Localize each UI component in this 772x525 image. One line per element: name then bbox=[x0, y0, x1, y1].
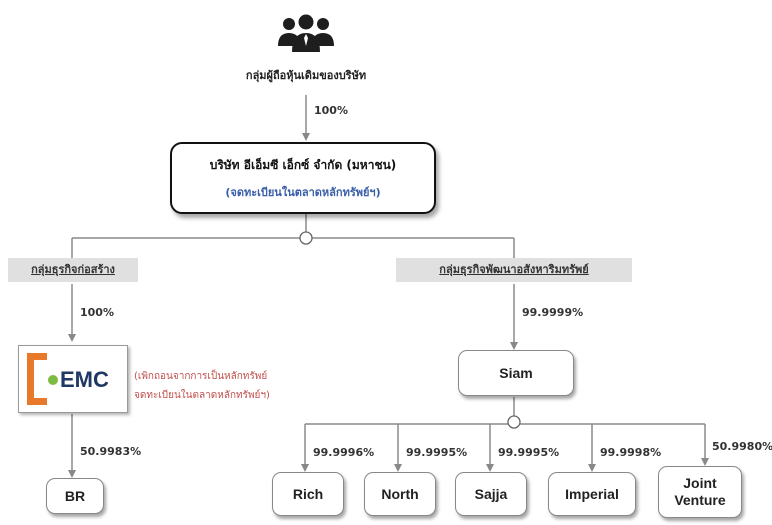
node-rich-label: Rich bbox=[292, 486, 324, 502]
node-imperial[interactable]: Imperial bbox=[548, 472, 636, 516]
node-rich[interactable]: Rich bbox=[272, 472, 344, 516]
pct-property-siam: 99.9999% bbox=[522, 306, 584, 319]
emc-note-line2: จดทะเบียนในตลาดหลักทรัพย์ฯ) bbox=[134, 390, 270, 401]
group-property-label: กลุ่มธุรกิจพัฒนาอสังหาริมทรัพย์ bbox=[396, 258, 632, 282]
node-north-label: North bbox=[381, 486, 419, 502]
pct-sajja: 99.9995% bbox=[498, 446, 560, 459]
junction-node-siam bbox=[507, 415, 521, 429]
junction-node-top bbox=[299, 231, 313, 245]
node-north[interactable]: North bbox=[364, 472, 436, 516]
node-br[interactable]: BR bbox=[46, 478, 104, 514]
pct-jv: 50.9980% bbox=[712, 440, 772, 453]
people-group-icon bbox=[278, 14, 334, 52]
pct-construction-emc: 100% bbox=[80, 306, 114, 319]
node-imperial-label: Imperial bbox=[565, 486, 619, 502]
emc-note: (เพิกถอนจากการเป็นหลักทรัพย์ จดทะเบียนใน… bbox=[134, 367, 270, 405]
emc-note-line1: (เพิกถอนจากการเป็นหลักทรัพย์ bbox=[134, 371, 268, 382]
emc-logo-text: EMC bbox=[60, 367, 109, 392]
node-siam-label: Siam bbox=[499, 365, 533, 381]
company-box[interactable]: บริษัท อีเอ็มซี เอ็กซ์ จำกัด (มหาชน) (จด… bbox=[170, 142, 436, 214]
node-siam[interactable]: Siam bbox=[458, 350, 574, 396]
pct-rich: 99.9996% bbox=[313, 446, 375, 459]
group-construction-label: กลุ่มธุรกิจก่อสร้าง bbox=[8, 258, 138, 282]
pct-north: 99.9995% bbox=[406, 446, 468, 459]
pct-shareholders-company: 100% bbox=[314, 104, 348, 117]
pct-emc-br: 50.9983% bbox=[80, 445, 142, 458]
node-sajja-label: Sajja bbox=[474, 486, 508, 502]
company-name: บริษัท อีเอ็มซี เอ็กซ์ จำกัด (มหาชน) bbox=[209, 158, 397, 172]
node-joint-venture[interactable]: Joint Venture bbox=[658, 466, 742, 518]
node-br-label: BR bbox=[64, 488, 86, 504]
emc-logo[interactable]: EMC bbox=[18, 345, 128, 413]
node-sajja[interactable]: Sajja bbox=[455, 472, 527, 516]
company-note: (จดทะเบียนในตลาดหลักทรัพย์ฯ) bbox=[225, 186, 381, 199]
node-joint-venture-label: Joint Venture bbox=[674, 475, 726, 508]
emc-logo-mark bbox=[27, 353, 58, 405]
pct-imperial: 99.9998% bbox=[600, 446, 662, 459]
shareholders-label: กลุ่มผู้ถือหุ้นเดิมของบริษัท bbox=[245, 69, 367, 82]
